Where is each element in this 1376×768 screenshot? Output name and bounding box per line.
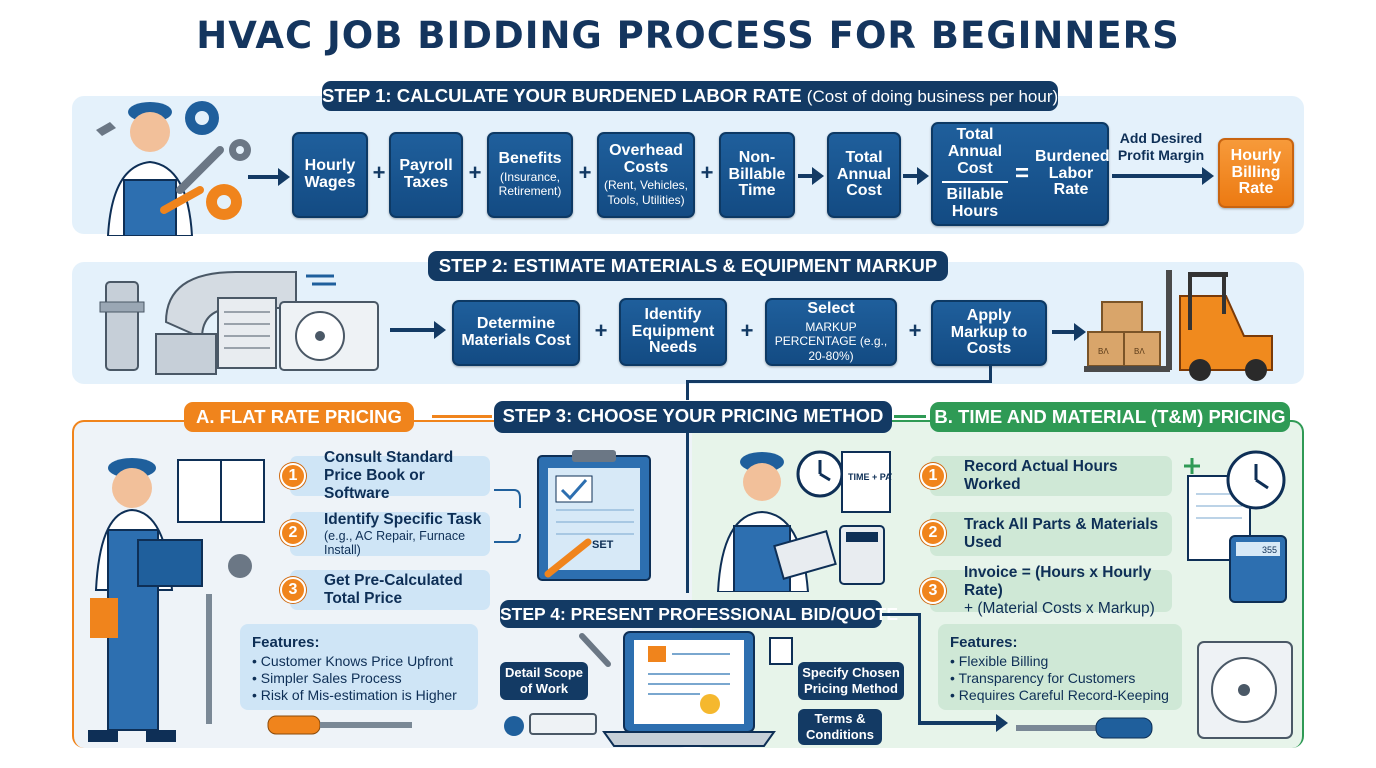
plus-operator: + bbox=[740, 318, 754, 343]
flat-step-1: Consult Standard Price Book or Software bbox=[290, 449, 490, 502]
plus-operator: + bbox=[594, 318, 608, 343]
connector-line bbox=[918, 613, 921, 723]
flat-step-2: Identify Specific Task(e.g., AC Repair, … bbox=[290, 511, 490, 557]
laptop-quote-illustration bbox=[504, 631, 793, 747]
screwdriver-icon bbox=[1016, 717, 1153, 739]
flat-features: Features: • Customer Knows Price Upfront… bbox=[240, 624, 478, 710]
step-number: 1 bbox=[920, 463, 946, 489]
plus-operator: + bbox=[578, 160, 592, 185]
tm-step-1: Record Actual Hours Worked bbox=[930, 456, 1172, 496]
gear-icon bbox=[229, 139, 251, 161]
step1-box-payroll-taxes: Payroll Taxes bbox=[389, 132, 463, 218]
step-number: 3 bbox=[280, 577, 306, 603]
calculator-display: 355 bbox=[1262, 545, 1277, 555]
equals-sign: = bbox=[1014, 160, 1029, 188]
connector-line bbox=[882, 613, 920, 616]
connector-line bbox=[686, 380, 992, 383]
connector-line bbox=[686, 380, 689, 400]
plus-operator: + bbox=[372, 160, 386, 185]
fraction-numerator: Total Annual Cost bbox=[947, 126, 1003, 177]
step1-box-benefits: Benefits(Insurance, Retirement) bbox=[487, 132, 573, 218]
tm-step-2: Track All Parts & Materials Used bbox=[930, 512, 1172, 556]
step1-arrow bbox=[798, 167, 824, 185]
tm-heading: B. TIME AND MATERIAL (T&M) PRICING bbox=[930, 402, 1290, 432]
plus-operator: + bbox=[700, 160, 714, 185]
step1-arrow bbox=[903, 167, 929, 185]
step2-box-apply-markup: Apply Markup to Costs bbox=[931, 300, 1047, 366]
technician-with-book-illustration bbox=[88, 458, 265, 742]
wrench-icon bbox=[206, 594, 212, 724]
feature-item: • Flexible Billing bbox=[950, 653, 1049, 669]
box-label: ΒΛ bbox=[1134, 347, 1145, 356]
plus-operator: + bbox=[908, 318, 922, 343]
hvac-ducts-illustration bbox=[99, 271, 379, 375]
step2-heading: STEP 2: ESTIMATE MATERIALS & EQUIPMENT M… bbox=[428, 251, 948, 281]
screwdriver-icon bbox=[267, 715, 412, 735]
step1-arrow bbox=[1112, 167, 1214, 185]
clipboard-label: SET bbox=[592, 539, 614, 551]
flat-rate-heading: A. FLAT RATE PRICING bbox=[184, 402, 414, 432]
features-title: Features: bbox=[252, 634, 320, 651]
box-label: BΛ bbox=[1098, 347, 1109, 356]
forklift-illustration: BΛ ΒΛ bbox=[1084, 270, 1273, 381]
page-title: HVAC JOB BIDDING PROCESS FOR BEGINNERS bbox=[196, 14, 1180, 57]
step2-box-equipment-needs: Identify Equipment Needs bbox=[619, 298, 727, 366]
feature-item: • Risk of Mis-estimation is Higher bbox=[252, 687, 457, 703]
step4-heading: STEP 4: PRESENT PROFESSIONAL BID/QUOTE bbox=[500, 600, 898, 628]
step1-box-total-annual-cost: Total Annual Cost bbox=[827, 132, 901, 218]
technician-with-clipboard-illustration: TIME + PATS bbox=[716, 450, 892, 592]
step1-heading-sub: (Cost of doing business per hour) bbox=[806, 87, 1059, 106]
wrench-icon bbox=[579, 633, 611, 667]
step1-heading-main: STEP 1: CALCULATE YOUR BURDENED LABOR RA… bbox=[322, 85, 802, 106]
feature-item: • Requires Careful Record-Keeping bbox=[950, 687, 1169, 703]
step3-heading: STEP 3: CHOOSE YOUR PRICING METHOD bbox=[494, 401, 892, 433]
tm-features: Features: • Flexible Billing • Transpare… bbox=[938, 624, 1182, 710]
gear-icon bbox=[206, 184, 242, 220]
hourly-billing-rate: Hourly Billing Rate bbox=[1218, 138, 1294, 208]
feature-item: • Transparency for Customers bbox=[950, 670, 1136, 686]
step-number: 2 bbox=[280, 520, 306, 546]
connector-line bbox=[989, 366, 992, 382]
step3-arrow-right bbox=[894, 415, 926, 418]
step1-arrow-in bbox=[248, 168, 290, 186]
condenser-unit-illustration bbox=[1197, 641, 1293, 739]
invoice-calculator-illustration: 355 bbox=[1184, 450, 1287, 603]
terms-label: Terms & Conditions bbox=[798, 709, 882, 745]
tm-step-3: Invoice = (Hours x Hourly Rate)+ (Materi… bbox=[930, 564, 1172, 617]
step-number: 2 bbox=[920, 520, 946, 546]
plus-operator: + bbox=[468, 160, 482, 185]
step1-heading: STEP 1: CALCULATE YOUR BURDENED LABOR RA… bbox=[322, 81, 1058, 111]
technician-gears-illustration bbox=[96, 101, 251, 236]
step-number: 3 bbox=[920, 578, 946, 604]
pricing-method-label: Specify Chosen Pricing Method bbox=[798, 662, 904, 700]
detail-scope-label: Detail Scope of Work bbox=[500, 662, 588, 700]
time-card-label: TIME + PATS bbox=[848, 472, 892, 482]
step-number: 1 bbox=[280, 463, 306, 489]
step3-arrow-left bbox=[432, 415, 492, 418]
step1-box-non-billable-time: Non-Billable Time bbox=[719, 132, 795, 218]
step1-rate-formula: Total Annual Cost Billable Hours = Burde… bbox=[931, 122, 1110, 226]
gear-icon bbox=[185, 101, 219, 135]
flat-step-3: Get Pre-Calculated Total Price bbox=[290, 570, 490, 610]
feature-item: • Simpler Sales Process bbox=[252, 670, 402, 686]
step2-box-materials-cost: Determine Materials Cost bbox=[452, 300, 580, 366]
step4-arrow-out bbox=[918, 714, 1008, 732]
burdened-labor-rate: Burdened Labor Rate bbox=[1035, 147, 1110, 199]
feature-item: • Customer Knows Price Upfront bbox=[252, 653, 453, 669]
fraction-denominator: Billable Hours bbox=[946, 186, 1004, 221]
step2-arrow-out bbox=[1052, 323, 1086, 341]
step1-box-hourly-wages: Hourly Wages bbox=[292, 132, 368, 218]
clipboard-illustration: SET bbox=[494, 450, 651, 581]
step1-box-overhead-costs: Overhead Costs(Rent, Vehicles, Tools, Ut… bbox=[597, 132, 695, 218]
step2-arrow-in bbox=[390, 321, 446, 339]
features-title: Features: bbox=[950, 634, 1018, 651]
gear-icon bbox=[504, 716, 524, 736]
profit-margin-label: Add Desired Profit Margin bbox=[1117, 130, 1205, 163]
connector-line bbox=[686, 433, 689, 593]
wrench-icon bbox=[544, 538, 592, 578]
gear-icon bbox=[228, 554, 252, 578]
